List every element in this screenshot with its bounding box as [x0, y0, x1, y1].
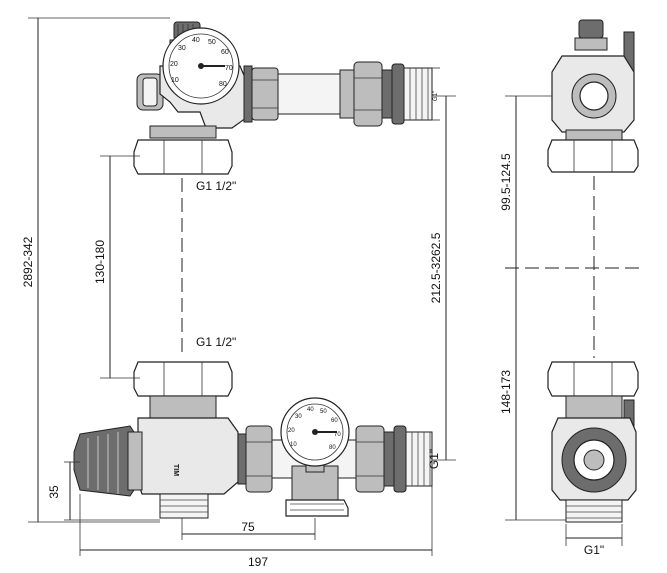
label-side-view-bottom: G1"	[584, 543, 604, 557]
gauge-tick-40: 40	[192, 37, 200, 44]
dim-bottom-offset: 35	[47, 485, 61, 499]
upper-threaded-end	[403, 67, 433, 121]
dim-overall-width: 197	[248, 555, 268, 569]
gauge-tick-70: 70	[225, 65, 233, 72]
dim-thermo-offset: 75	[241, 520, 255, 534]
gauge-tick-20: 20	[170, 61, 178, 68]
lower-gauge-tick-60: 60	[331, 418, 338, 424]
lower-gauge-tick-30: 30	[295, 414, 302, 420]
side-lower-hex-nut	[547, 361, 639, 397]
label-small-thread: G1"	[433, 91, 439, 101]
lower-gauge-tick-50: 50	[320, 409, 327, 415]
lower-handwheel	[73, 425, 135, 497]
lower-valve-body	[137, 417, 239, 495]
gauge-tick-30: 30	[178, 45, 186, 52]
lower-tee-outlet	[285, 499, 349, 517]
gauge-tick-10: 10	[171, 77, 179, 84]
lower-gauge-tick-70: 70	[334, 432, 341, 438]
upper-right-fitting	[353, 61, 383, 127]
dim-side-length: 212.5-3262.5	[429, 232, 443, 303]
upper-pipe	[277, 73, 341, 115]
lower-threaded-end	[405, 431, 433, 487]
lower-gauge-tick-80: 80	[329, 445, 336, 451]
lower-gauge-tick-10: 10	[290, 442, 297, 448]
center-lines	[181, 176, 640, 358]
upper-assembly: 10 20 30 40 50 60 70 80	[133, 21, 433, 175]
label-top-connection: G1 1/2"	[196, 179, 236, 193]
upper-hex-nut	[133, 139, 233, 175]
valve-mark: TIM	[172, 464, 179, 476]
lower-gauge-tick-40: 40	[307, 407, 314, 413]
lower-assembly: TIM 10 20 30 40 50 60 70 80	[73, 361, 433, 519]
label-bottom-connection: G1 1/2"	[196, 335, 236, 349]
lower-gauge-tick-20: 20	[288, 428, 295, 434]
dim-side-lower: 148-173	[499, 370, 513, 414]
gauge-tick-50: 50	[208, 39, 216, 46]
lower-union-nut	[245, 425, 273, 493]
side-upper-hex-nut	[547, 139, 639, 173]
lower-hex-nut	[133, 361, 233, 397]
dim-overall-height: 2892-342	[21, 236, 35, 287]
label-side-outlet: G1"	[427, 449, 441, 469]
labels: 2892-342 130-180 212.5-3262.5 99.5-124.5…	[21, 91, 604, 569]
gauge-tick-60: 60	[221, 49, 229, 56]
upper-union-nut	[251, 67, 279, 121]
dim-spacing-center: 130-180	[93, 240, 107, 284]
gauge-tick-80: 80	[219, 81, 227, 88]
dimension-lines	[28, 17, 623, 556]
side-cap	[578, 19, 604, 39]
lower-right-fitting	[355, 425, 385, 493]
side-bottom-thread	[565, 499, 623, 523]
side-view	[547, 19, 639, 523]
dim-side-upper: 99.5-124.5	[499, 153, 513, 211]
